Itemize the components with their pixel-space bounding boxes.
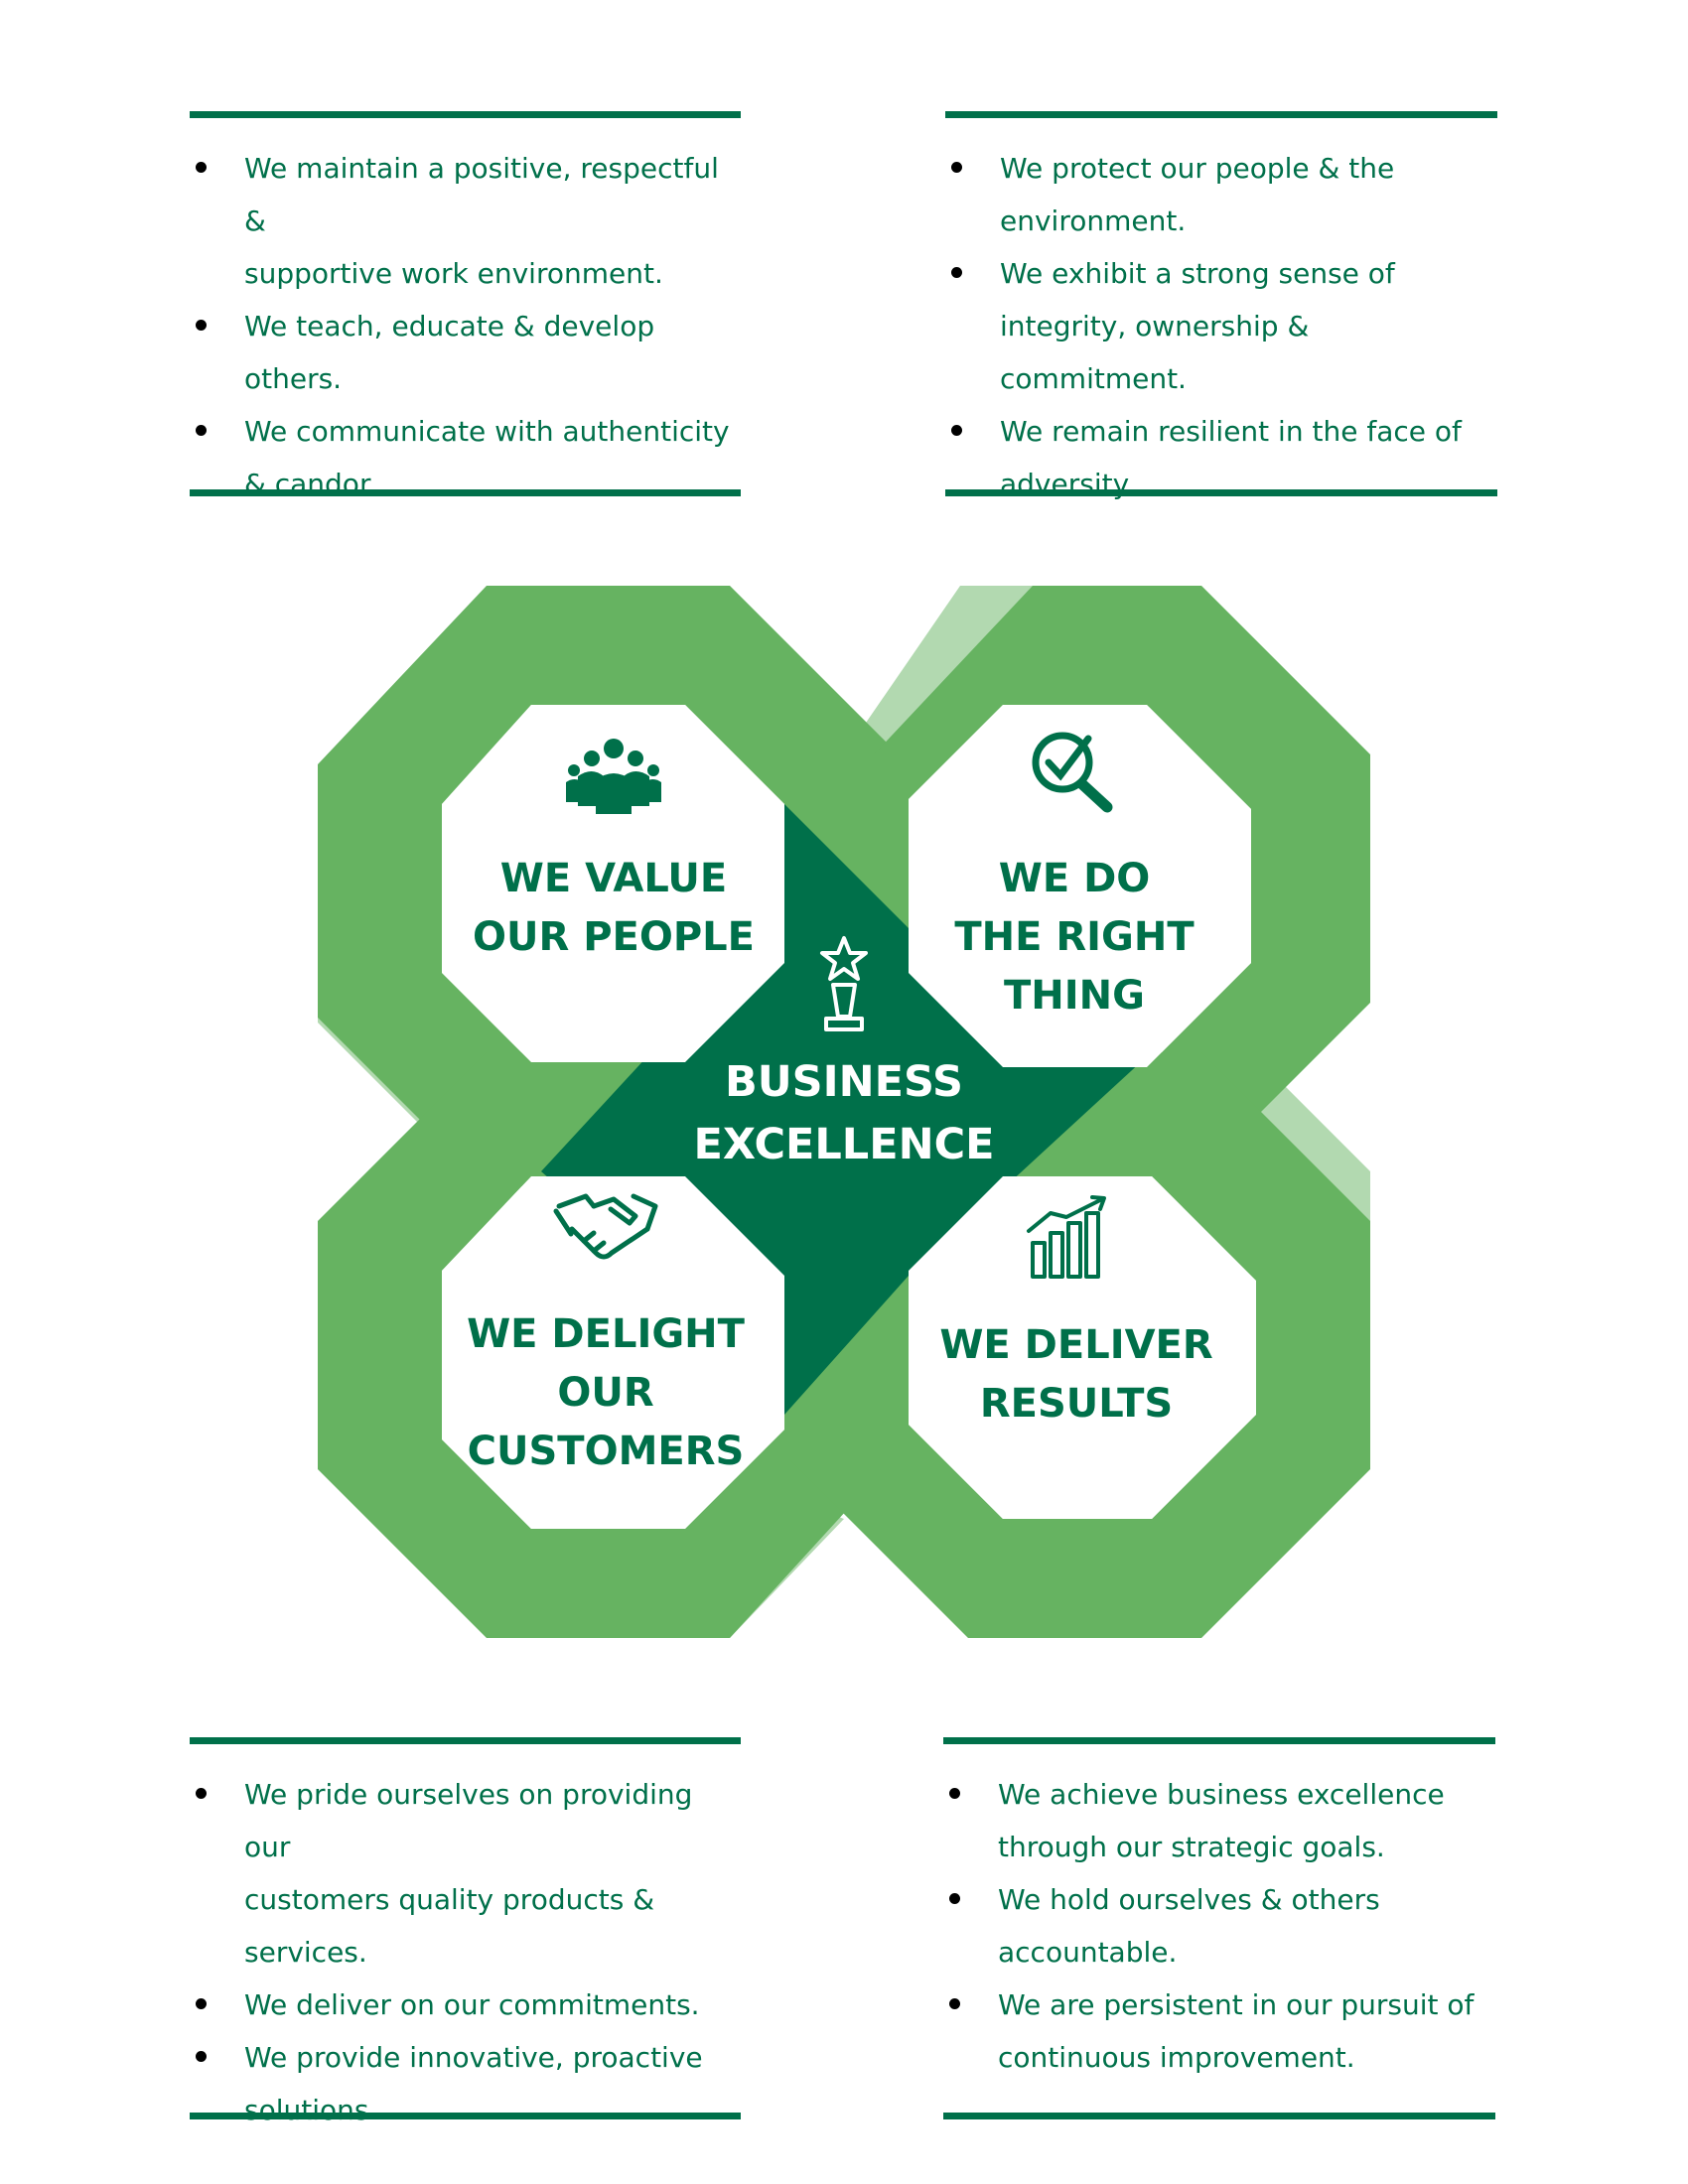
title-value-people-line1: WE VALUE: [500, 856, 727, 901]
panel-top-rule: [190, 1737, 741, 1744]
value-bullet-item: We hold ourselves & others accountable.: [943, 1873, 1495, 1979]
values-panel-customers: We pride ourselves on providing our custo…: [190, 1737, 741, 2126]
title-deliver-results-line2: RESULTS: [980, 1381, 1173, 1427]
title-value-people-line2: OUR PEOPLE: [473, 914, 755, 960]
value-bullet-item: We pride ourselves on providing our custo…: [190, 1768, 741, 1979]
panel-bullet-list: We pride ourselves on providing our custo…: [190, 1768, 741, 2136]
value-bullet-line: continuous improvement.: [998, 2041, 1355, 2074]
handshake-icon: [553, 1193, 658, 1260]
value-bullet-line: We deliver on our commitments.: [244, 1988, 700, 2021]
value-bullet-line: accountable.: [998, 1936, 1178, 1969]
value-bullet-item: We maintain a positive, respectful & supp…: [190, 142, 741, 300]
title-right-thing-line3: THING: [1004, 973, 1145, 1019]
value-bullet-line: others.: [244, 362, 343, 395]
panel-top-rule: [190, 111, 741, 118]
value-bullet-line: environment.: [1000, 205, 1187, 237]
octagon-delight-customers: [442, 1176, 784, 1529]
title-delight-customers-line2: OUR: [557, 1370, 653, 1416]
values-panel-results: We achieve business excellence through ou…: [943, 1737, 1495, 2119]
people-group-icon: [566, 739, 661, 814]
value-bullet-item: We deliver on our commitments.: [190, 1979, 741, 2031]
value-bullet-line: supportive work environment.: [244, 257, 663, 290]
values-panel-people: We maintain a positive, respectful & supp…: [190, 111, 741, 500]
bar-chart-growth-icon: [1027, 1195, 1106, 1279]
octagon-deliver-results: [909, 1176, 1256, 1519]
value-bullet-line: solutions.: [244, 2094, 378, 2126]
value-bullet-line: We provide innovative, proactive: [244, 2041, 703, 2074]
title-delight-customers-line1: WE DELIGHT: [467, 1311, 746, 1357]
value-bullet-line: We teach, educate & develop: [244, 310, 655, 342]
panel-bullet-list: We achieve business excellence through ou…: [943, 1768, 1495, 2084]
center-title-line1: BUSINESS: [725, 1057, 963, 1107]
value-bullet-line: We hold ourselves & others: [998, 1883, 1380, 1916]
value-bullet-line: We remain resilient in the face of: [1000, 415, 1462, 448]
title-deliver-results-line1: WE DELIVER: [939, 1322, 1212, 1368]
panel-bottom-rule: [190, 489, 741, 496]
ring-top-right: [874, 586, 1370, 1171]
value-bullet-item: We exhibit a strong sense of integrity, o…: [945, 247, 1497, 405]
value-bullet-item: We teach, educate & develop others.: [190, 300, 741, 405]
panel-top-rule: [943, 1737, 1495, 1744]
value-bullet-line: We are persistent in our pursuit of: [998, 1988, 1475, 2021]
value-bullet-line: We exhibit a strong sense of: [1000, 257, 1395, 290]
octagon-right-thing: [909, 705, 1251, 1067]
magnifier-check-icon: [1032, 732, 1113, 813]
trophy-star-icon: [820, 936, 868, 1031]
center-title-line2: EXCELLENCE: [693, 1120, 994, 1169]
value-bullet-line: services.: [244, 1936, 367, 1969]
value-bullet-line: We communicate with authenticity: [244, 415, 730, 448]
panel-bottom-rule: [943, 2113, 1495, 2119]
panel-bottom-rule: [945, 489, 1497, 496]
title-right-thing-line1: WE DO: [999, 856, 1151, 901]
octagon-value-people: [442, 705, 784, 1062]
panel-top-rule: [945, 111, 1497, 118]
panel-bullet-list: We maintain a positive, respectful & supp…: [190, 142, 741, 510]
value-bullet-line: customers quality products &: [244, 1883, 655, 1916]
value-bullet-item: We communicate with authenticity& candor…: [190, 405, 741, 510]
title-delight-customers-line3: CUSTOMERS: [468, 1429, 745, 1474]
title-right-thing-line2: THE RIGHT: [954, 914, 1195, 960]
value-bullet-line: We maintain a positive, respectful &: [244, 152, 719, 237]
value-bullet-item: We achieve business excellence through ou…: [943, 1768, 1495, 1873]
value-bullet-line: integrity, ownership & commitment.: [1000, 310, 1310, 395]
value-bullet-line: We protect our people & the: [1000, 152, 1395, 185]
value-bullet-item: We are persistent in our pursuit of conti…: [943, 1979, 1495, 2084]
panel-bottom-rule: [190, 2113, 741, 2119]
value-bullet-line: We pride ourselves on providing our: [244, 1778, 693, 1863]
value-bullet-item: We provide innovative, proactive solution…: [190, 2031, 741, 2136]
value-bullet-line: We achieve business excellence: [998, 1778, 1445, 1811]
value-bullet-item: We protect our people & the environment.: [945, 142, 1497, 247]
value-bullet-line: through our strategic goals.: [998, 1831, 1385, 1863]
